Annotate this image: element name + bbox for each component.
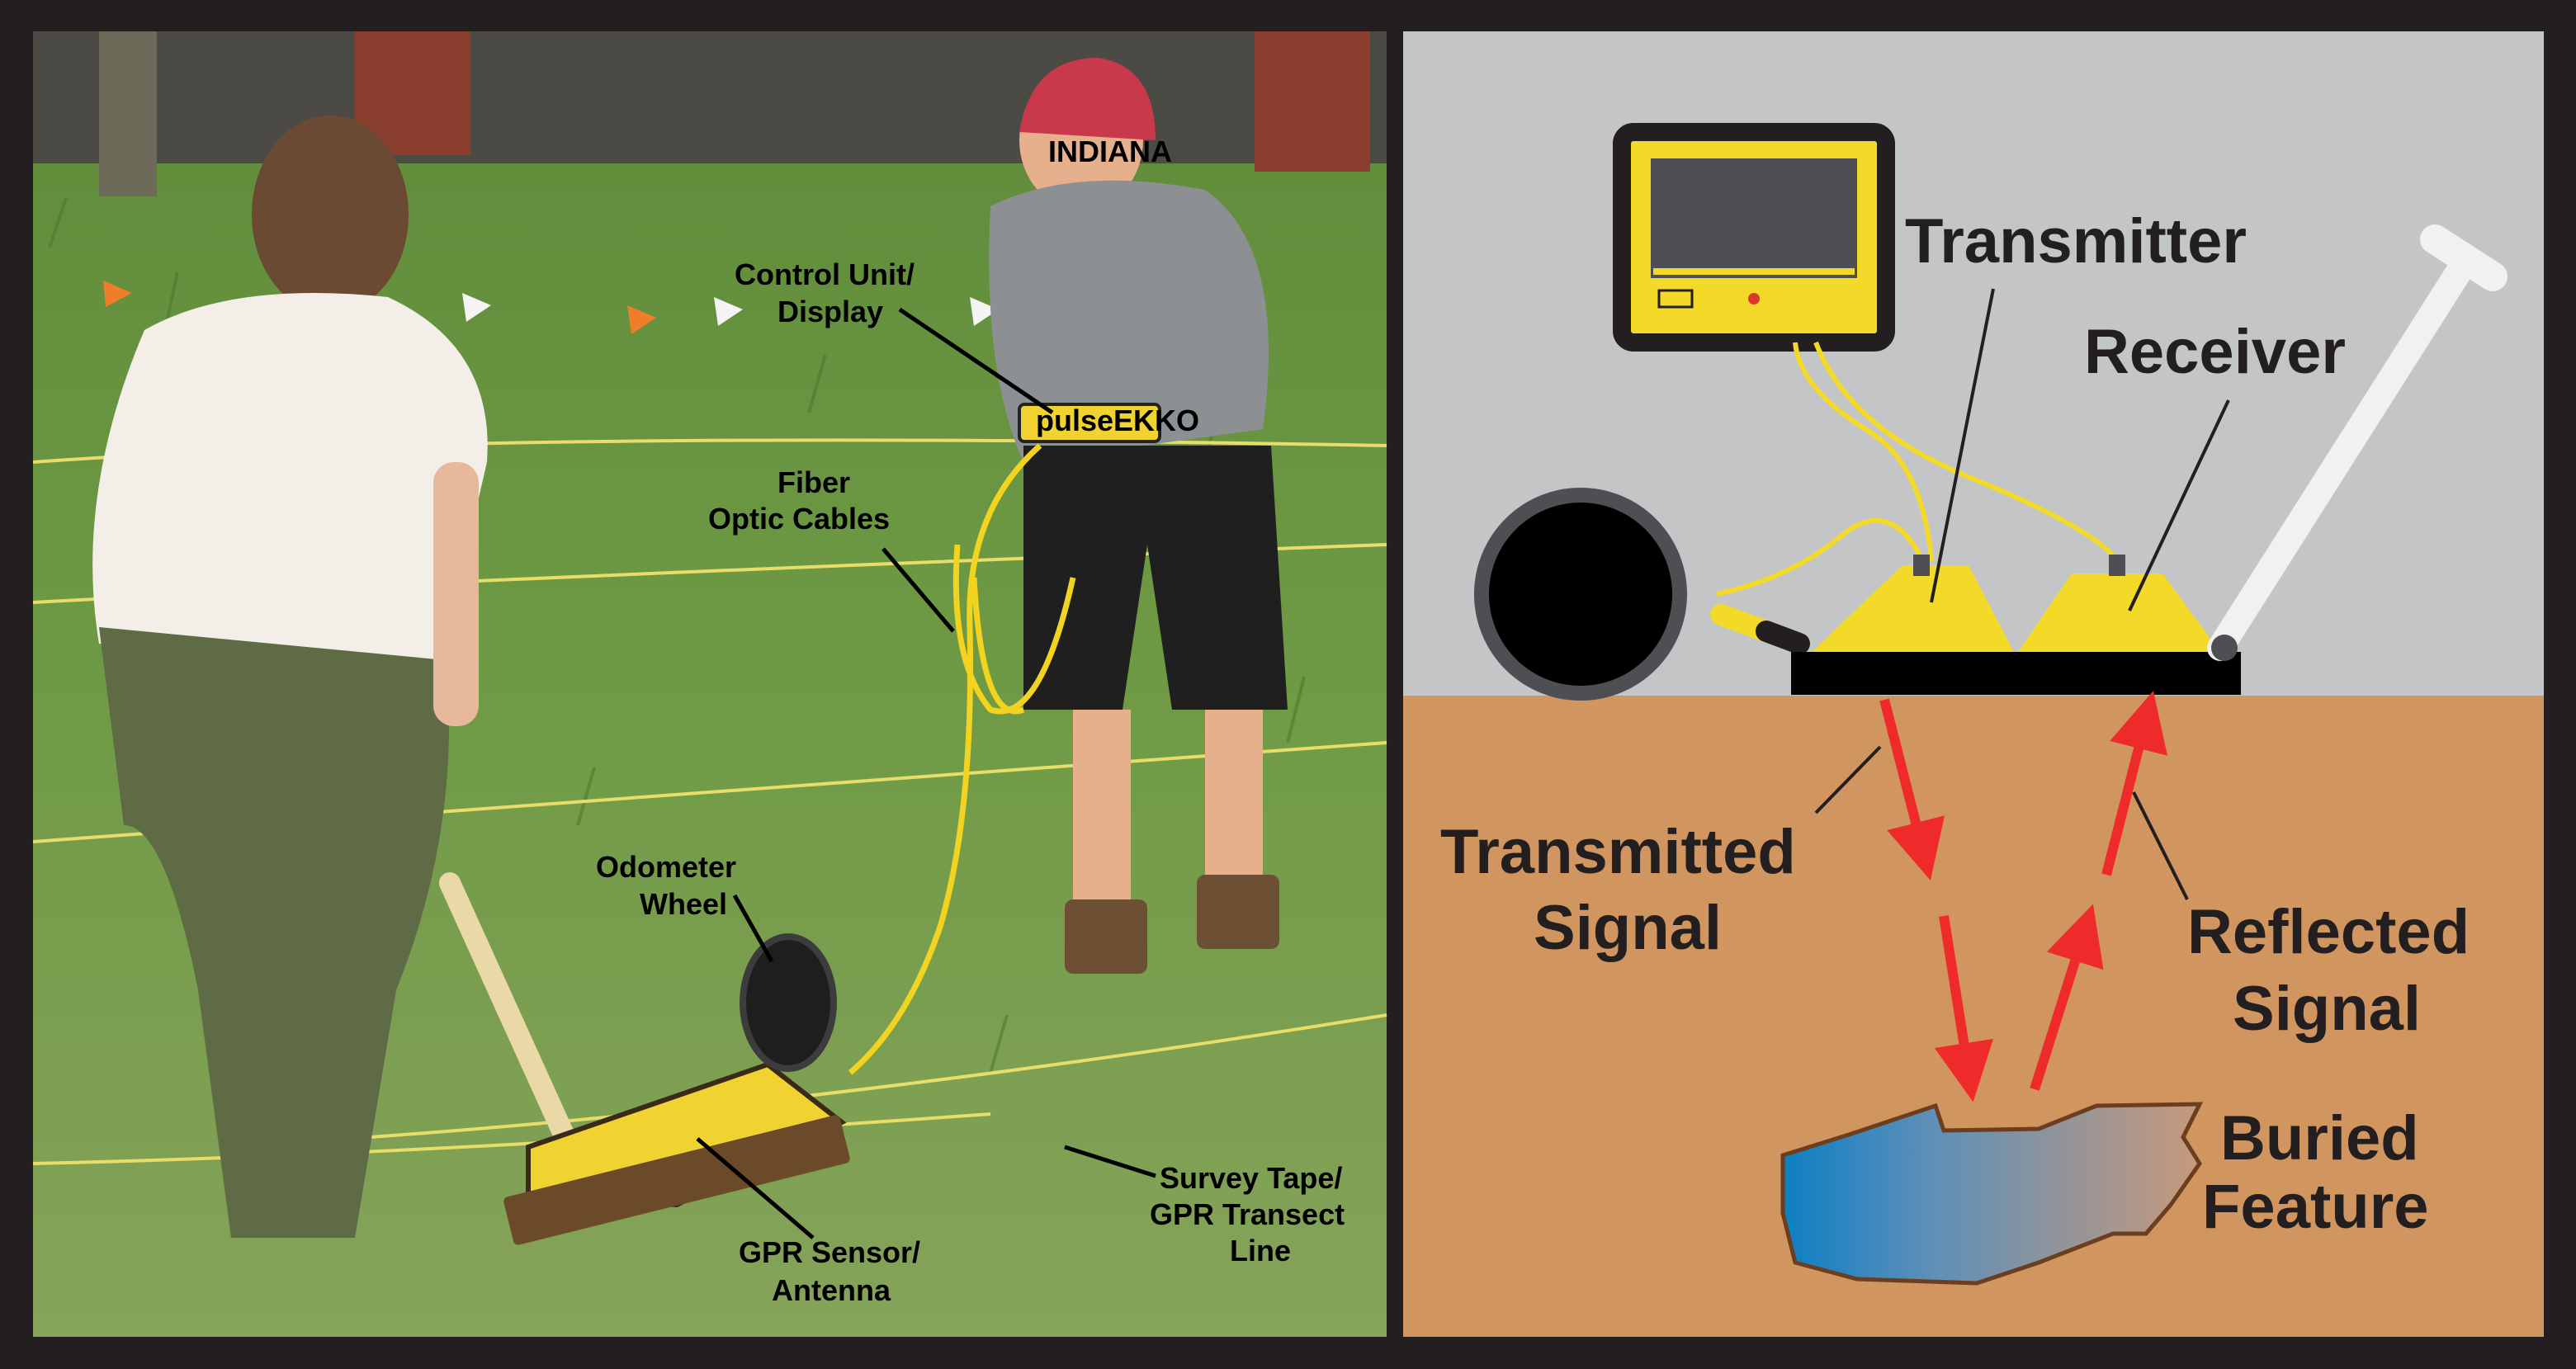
label-control-unit-1: Control Unit/: [735, 257, 915, 291]
label-buried-1: Buried: [2220, 1103, 2419, 1173]
photo-annotations: Control Unit/ Display Fiber Optic Cables…: [596, 257, 1345, 1307]
label-sensor-2: Antenna: [772, 1273, 891, 1307]
flag-white-3: [970, 297, 999, 326]
leader-reflected: [2132, 791, 2189, 900]
buried-feature: [1780, 1102, 2204, 1286]
person-left-shirt: [92, 293, 488, 677]
flag-white-2: [714, 297, 743, 326]
display-screen: [1651, 158, 1857, 278]
label-sensor-1: GPR Sensor/: [739, 1235, 920, 1269]
diagram-cables: [1716, 341, 2124, 597]
label-odometer-1: Odometer: [596, 850, 736, 884]
label-reflected-1: Reflected: [2187, 897, 2470, 967]
label-transmitted-1: Transmitted: [1440, 817, 1796, 887]
label-receiver: Receiver: [2084, 317, 2346, 387]
diagram-handle: [2207, 251, 2477, 661]
transmitted-arrow-1: [1879, 698, 1945, 880]
field-photo-panel: INDIANA pulseEKKO Control Unit/ Disp: [32, 31, 1387, 1337]
label-odometer-2: Wheel: [640, 887, 727, 921]
leader-odometer: [732, 894, 774, 963]
gpr-diagram-panel: Transmitter Receiver Transmitted Signal …: [1403, 31, 2544, 1337]
leader-receiver: [2128, 399, 2230, 611]
reflected-arrow-1: [2030, 904, 2104, 1091]
tree-trunk: [99, 31, 157, 196]
label-transmitted-2: Signal: [1534, 893, 1722, 963]
display-status-bar: [1653, 268, 1855, 275]
reflected-signal: [2030, 691, 2167, 1091]
label-control-unit-2: Display: [778, 295, 883, 328]
person-left-trousers: [99, 627, 449, 1238]
fiber-optic-cable: [848, 443, 1076, 1075]
diagram-handle-grip: [2420, 224, 2507, 291]
cap-text: INDIANA: [1048, 135, 1172, 168]
antenna-base: [503, 1115, 850, 1245]
person-left-hair: [252, 116, 409, 314]
flag-orange-2: [627, 305, 656, 334]
label-transmitter: Transmitter: [1905, 206, 2247, 276]
label-tape-3: Line: [1230, 1234, 1291, 1268]
label-buried-2: Feature: [2202, 1172, 2429, 1242]
fence: [33, 31, 1387, 163]
flag-white-1: [462, 293, 491, 322]
leader-transmitted: [1814, 745, 1882, 814]
diagram-receiver-housing: [2018, 574, 2220, 652]
diagram-handle-pivot: [2211, 635, 2238, 661]
person-right-cap: [1019, 58, 1156, 140]
label-fiber-2: Optic Cables: [708, 502, 890, 536]
label-fiber-1: Fiber: [778, 465, 850, 499]
flag-orange-1: [103, 281, 132, 307]
leader-control-unit: [898, 307, 1054, 415]
person-right-boot-right: [1197, 875, 1279, 949]
person-right-shorts: [1023, 446, 1288, 710]
display-power-button: [1748, 293, 1760, 304]
control-unit: [1018, 403, 1161, 443]
transmitted-arrow-2: [1934, 915, 1993, 1102]
person-right-boot-left: [1065, 899, 1147, 974]
odometer-wheel: [740, 933, 837, 1072]
display-button-right: [1812, 290, 1845, 302]
diagram-antenna-base: [1791, 652, 2241, 695]
person-left: [92, 116, 488, 1238]
diagram-wheel-arm-joint: [1756, 621, 1810, 654]
person-left-arm: [433, 462, 479, 726]
display-button-left: [1657, 289, 1694, 309]
brick-pillar-right: [1255, 31, 1370, 172]
gpr-cart: [439, 872, 850, 1245]
leader-transmitter: [1930, 288, 1995, 603]
person-right-leg-left: [1073, 710, 1131, 899]
label-reflected-2: Signal: [2233, 974, 2421, 1044]
transmitted-signal: [1879, 698, 1993, 1102]
leader-sensor: [696, 1137, 815, 1239]
diagram-odometer-wheel: [1474, 488, 1687, 701]
label-tape-1: Survey Tape/: [1160, 1161, 1342, 1195]
diagram-transmitter-port: [1913, 555, 1930, 576]
diagram-transmitter-housing: [1812, 565, 2014, 652]
cart-handle: [439, 872, 580, 1158]
display-unit: [1613, 123, 1895, 352]
person-right-leg-right: [1205, 710, 1263, 875]
control-unit-brand: pulseEKKO: [1036, 404, 1199, 437]
label-tape-2: GPR Transect: [1150, 1197, 1345, 1231]
leader-tape: [1064, 1145, 1156, 1178]
diagram-receiver-port: [2109, 555, 2125, 576]
leader-fiber: [882, 547, 955, 633]
reflected-arrow-2: [2101, 691, 2167, 876]
person-right-shirt: [989, 180, 1269, 462]
person-right: INDIANA pulseEKKO: [989, 58, 1288, 974]
